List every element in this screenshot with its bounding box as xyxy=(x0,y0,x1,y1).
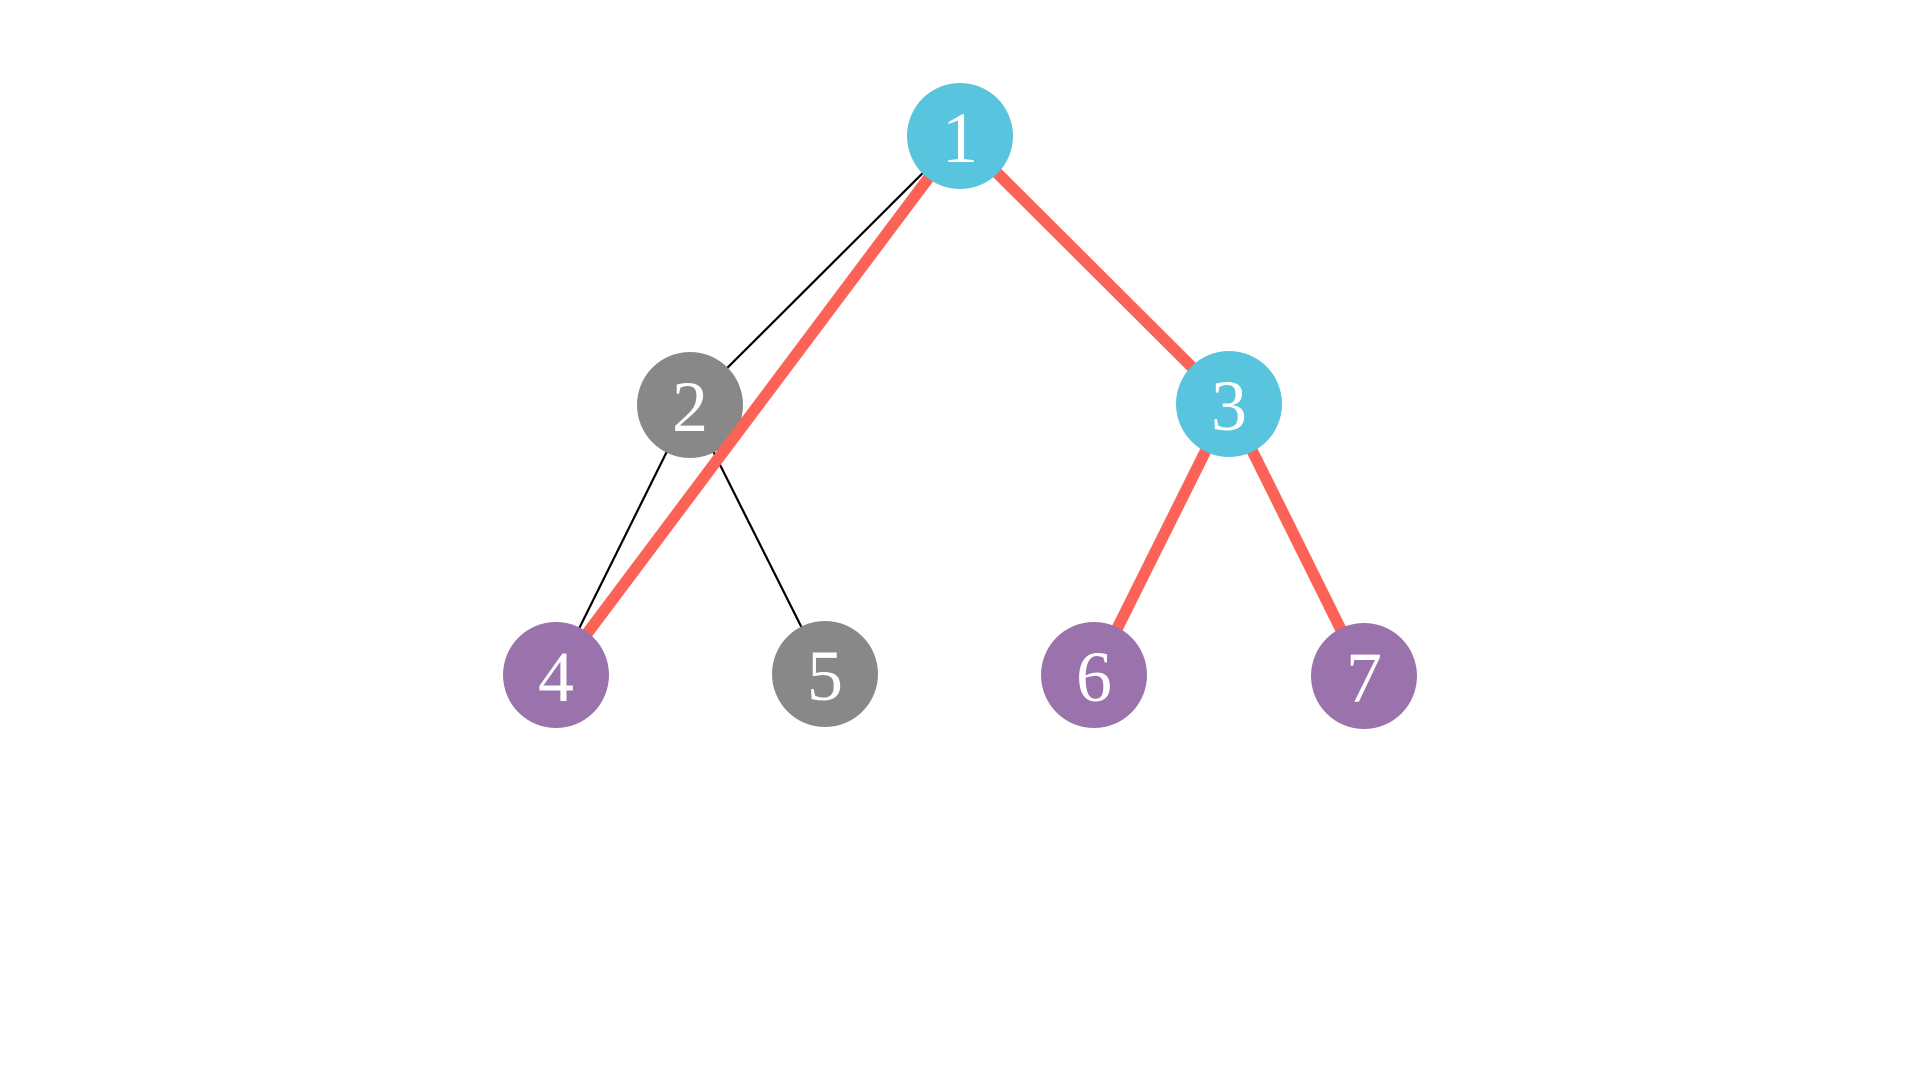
node-label-6: 6 xyxy=(1076,637,1112,717)
tree-node-3: 3 xyxy=(1176,351,1282,457)
node-circle-2 xyxy=(637,352,743,458)
node-circle-4 xyxy=(503,622,609,728)
node-circle-1 xyxy=(907,83,1013,189)
tree-node-6: 6 xyxy=(1041,622,1147,728)
node-label-5: 5 xyxy=(807,636,843,716)
node-label-3: 3 xyxy=(1211,366,1247,446)
tree-node-7: 7 xyxy=(1311,623,1417,729)
tree-node-1: 1 xyxy=(907,83,1013,189)
tree-node-2: 2 xyxy=(637,352,743,458)
node-label-7: 7 xyxy=(1346,638,1382,718)
tree-node-4: 4 xyxy=(503,622,609,728)
node-label-4: 4 xyxy=(538,637,574,717)
node-circle-6 xyxy=(1041,622,1147,728)
edge-1-2 xyxy=(689,135,961,406)
node-label-1: 1 xyxy=(942,98,978,178)
tree-node-5: 5 xyxy=(772,621,878,727)
edge-1-4 xyxy=(551,132,965,679)
node-circle-3 xyxy=(1176,351,1282,457)
node-circle-7 xyxy=(1311,623,1417,729)
node-circle-5 xyxy=(772,621,878,727)
node-label-2: 2 xyxy=(672,367,708,447)
edge-1-3 xyxy=(955,131,1234,409)
